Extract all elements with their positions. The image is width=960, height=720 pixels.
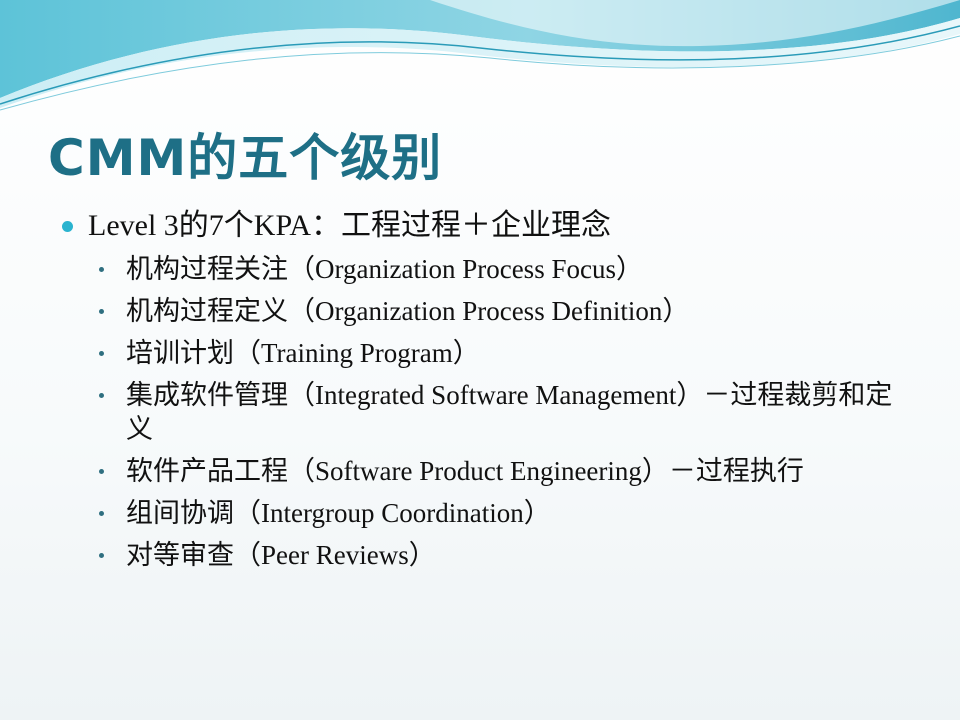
- bullet-dot-icon: [99, 309, 104, 314]
- slide-title: CMM的五个级别: [48, 129, 443, 187]
- bullet-dot-icon: [99, 553, 104, 558]
- list-item: 集成软件管理（Integrated Software Management）－过…: [60, 378, 896, 446]
- list-item: 软件产品工程（Software Product Engineering）－过程执…: [60, 454, 896, 488]
- sub-bullet-list: 机构过程关注（Organization Process Focus） 机构过程定…: [60, 252, 920, 572]
- list-item: 组间协调（Intergroup Coordination）: [60, 496, 896, 530]
- slide-content: Level 3的7个KPA：工程过程＋企业理念 机构过程关注（Organizat…: [60, 204, 920, 580]
- bullet-dot-icon: [99, 511, 104, 516]
- main-bullet: Level 3的7个KPA：工程过程＋企业理念: [60, 204, 920, 248]
- list-item-text: 对等审查（Peer Reviews）: [126, 540, 436, 570]
- bullet-dot-icon: [99, 393, 104, 398]
- list-item: 对等审查（Peer Reviews）: [60, 538, 896, 572]
- list-item-text: 集成软件管理（Integrated Software Management）－过…: [126, 380, 893, 444]
- list-item: 培训计划（Training Program）: [60, 336, 896, 370]
- list-item-text: 组间协调（Intergroup Coordination）: [126, 498, 551, 528]
- bullet-dot-icon: [62, 221, 73, 232]
- bullet-dot-icon: [99, 267, 104, 272]
- list-item-text: 机构过程定义（Organization Process Definition）: [126, 296, 690, 326]
- bullet-dot-icon: [99, 351, 104, 356]
- bullet-dot-icon: [99, 469, 104, 474]
- header-wave-decoration: [0, 0, 960, 111]
- list-item: 机构过程定义（Organization Process Definition）: [60, 294, 896, 328]
- list-item-text: 机构过程关注（Organization Process Focus）: [126, 254, 643, 284]
- main-bullet-text: Level 3的7个KPA：工程过程＋企业理念: [88, 209, 612, 242]
- list-item-text: 软件产品工程（Software Product Engineering）－过程执…: [126, 456, 804, 486]
- list-item-text: 培训计划（Training Program）: [126, 338, 480, 368]
- list-item: 机构过程关注（Organization Process Focus）: [60, 252, 896, 286]
